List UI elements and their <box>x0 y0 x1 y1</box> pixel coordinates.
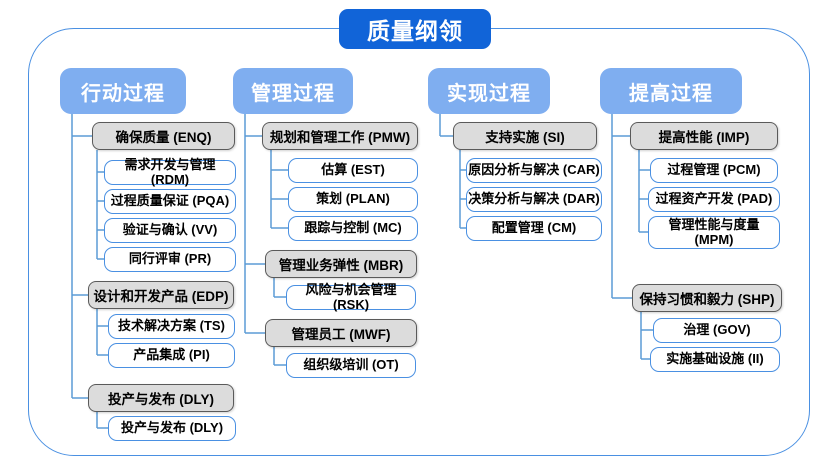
leaf-node-est: 估算 (EST) <box>288 158 418 183</box>
leaf-node-pqa: 过程质量保证 (PQA) <box>104 189 236 214</box>
leaf-node-vv: 验证与确认 (VV) <box>104 218 236 243</box>
leaf-node-mpm: 管理性能与度量 (MPM) <box>648 216 780 249</box>
leaf-node-dly: 投产与发布 (DLY) <box>108 416 236 441</box>
leaf-node-pi: 产品集成 (PI) <box>108 343 235 368</box>
leaf-node-ot: 组织级培训 (OT) <box>286 353 416 378</box>
leaf-node-mc: 跟踪与控制 (MC) <box>288 216 418 241</box>
group-node-edp: 设计和开发产品 (EDP) <box>88 281 234 309</box>
group-node-enq: 确保质量 (ENQ) <box>92 122 235 150</box>
leaf-node-dar: 决策分析与解决 (DAR) <box>466 187 602 212</box>
group-node-si: 支持实施 (SI) <box>453 122 597 150</box>
leaf-node-ii: 实施基础设施 (II) <box>650 347 780 372</box>
leaf-node-plan: 策划 (PLAN) <box>288 187 418 212</box>
leaf-node-pad: 过程资产开发 (PAD) <box>648 187 780 212</box>
leaf-node-ts: 技术解决方案 (TS) <box>108 314 235 339</box>
column-header-improvement-process: 提高过程 <box>600 68 742 114</box>
leaf-node-car: 原因分析与解决 (CAR) <box>466 158 602 183</box>
column-header-action-process: 行动过程 <box>60 68 186 114</box>
group-node-dly: 投产与发布 (DLY) <box>88 384 234 412</box>
root-title: 质量纲领 <box>339 9 491 49</box>
leaf-node-gov: 治理 (GOV) <box>653 318 781 343</box>
group-node-pmw: 规划和管理工作 (PMW) <box>262 122 418 150</box>
leaf-node-pr: 同行评审 (PR) <box>104 247 236 272</box>
group-node-mbr: 管理业务弹性 (MBR) <box>265 250 417 278</box>
leaf-node-pcm: 过程管理 (PCM) <box>650 158 778 183</box>
column-header-implementation-process: 实现过程 <box>428 68 550 114</box>
column-header-management-process: 管理过程 <box>233 68 353 114</box>
group-node-imp: 提高性能 (IMP) <box>630 122 778 150</box>
group-node-shp: 保持习惯和毅力 (SHP) <box>632 284 782 312</box>
leaf-node-rsk: 风险与机会管理 (RSK) <box>286 282 416 311</box>
leaf-node-cm: 配置管理 (CM) <box>466 216 602 241</box>
leaf-node-rdm: 需求开发与管理 (RDM) <box>104 157 236 186</box>
group-node-mwf: 管理员工 (MWF) <box>265 319 417 347</box>
